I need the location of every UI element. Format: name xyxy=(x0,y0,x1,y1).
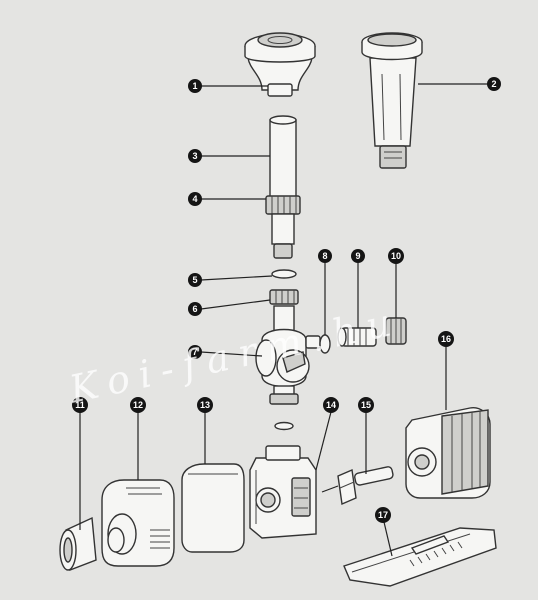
callout-5: 5 xyxy=(188,273,202,287)
svg-text:3: 3 xyxy=(192,151,197,161)
leader-lines xyxy=(79,83,488,557)
part-9-hose-adapter xyxy=(337,327,377,347)
part-13-cover xyxy=(181,463,245,553)
svg-text:7: 7 xyxy=(192,347,197,357)
callout-16: 16 xyxy=(438,331,454,347)
svg-text:1: 1 xyxy=(192,81,197,91)
callout-9: 9 xyxy=(351,249,365,263)
callout-11: 11 xyxy=(72,397,88,413)
part-12-front-housing xyxy=(101,479,175,567)
callout-17: 17 xyxy=(375,507,391,523)
part-2-filter-cartridge xyxy=(361,32,423,169)
svg-text:10: 10 xyxy=(391,251,401,261)
callout-2: 2 xyxy=(487,77,501,91)
callout-13: 13 xyxy=(197,397,213,413)
callout-1: 1 xyxy=(188,79,202,93)
callout-4: 4 xyxy=(188,192,202,206)
svg-text:15: 15 xyxy=(361,400,371,410)
callout-10: 10 xyxy=(388,248,404,264)
callout-3: 3 xyxy=(188,149,202,163)
watermark: Koi-farm.hu xyxy=(65,298,405,411)
svg-text:6: 6 xyxy=(192,304,197,314)
svg-text:16: 16 xyxy=(441,334,451,344)
part-3-extension-tube xyxy=(269,115,297,199)
part-14-pump-chamber xyxy=(249,445,317,539)
svg-text:11: 11 xyxy=(75,400,85,410)
svg-text:8: 8 xyxy=(322,251,327,261)
part-1-fountain-nozzle xyxy=(244,32,316,97)
part-16-motor-block xyxy=(405,407,491,499)
part-10-threaded-nut xyxy=(385,317,407,345)
part-7-flow-diverter xyxy=(255,305,321,405)
svg-text:14: 14 xyxy=(326,400,336,410)
part-11-hose-adapter xyxy=(59,516,97,571)
part-6-threaded-ring xyxy=(269,289,299,305)
part-4-tube-connector xyxy=(265,195,301,259)
part-5-o-ring xyxy=(271,269,297,279)
callout-14: 14 xyxy=(323,397,339,413)
svg-text:5: 5 xyxy=(192,275,197,285)
callout-15: 15 xyxy=(358,397,374,413)
svg-text:17: 17 xyxy=(378,510,388,520)
svg-text:9: 9 xyxy=(355,251,360,261)
callout-7: 7 xyxy=(188,345,202,359)
bottom-o-ring xyxy=(274,421,294,431)
svg-text:2: 2 xyxy=(491,79,496,89)
part-15-impeller xyxy=(321,466,394,506)
callout-12: 12 xyxy=(130,397,146,413)
callout-6: 6 xyxy=(188,302,202,316)
svg-text:12: 12 xyxy=(133,400,143,410)
svg-text:4: 4 xyxy=(192,194,197,204)
part-17-base-tray xyxy=(343,527,497,587)
svg-text:13: 13 xyxy=(200,400,210,410)
svg-text:Koi-farm.hu: Koi-farm.hu xyxy=(65,298,405,411)
callout-8: 8 xyxy=(318,249,332,263)
